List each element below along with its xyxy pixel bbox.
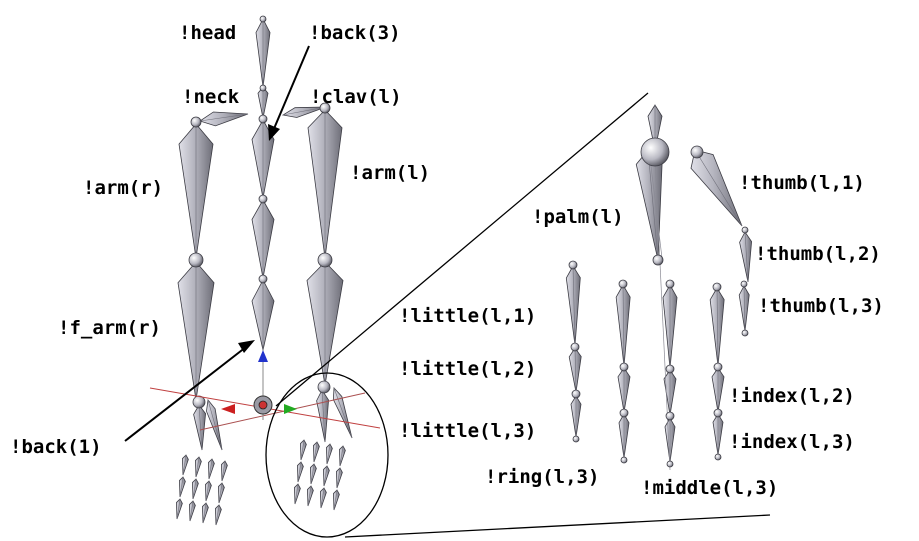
joint-zoom-thumb-tip [742,330,748,336]
label-back1: !back(1) [10,436,102,458]
joint-index-2 [714,363,722,371]
label-middle-l3: !middle(l,3) [641,477,778,499]
joint-zoom-thumb2 [742,227,748,233]
joint-middle-1 [666,280,674,288]
joint-ring-3 [620,409,628,417]
gizmo-x-arrow [221,404,235,414]
joint-little-2 [571,343,579,351]
label-little-l2: !little(l,2) [399,358,536,380]
label-thumb-l1: !thumb(l,1) [739,172,865,194]
label-index-l3: !index(l,3) [729,431,855,453]
gizmo-center-dot [259,401,267,409]
joint-zoom-thumb-base [691,146,703,158]
joint-ring-1 [619,280,627,288]
joint-middle-2 [666,365,674,373]
joint-middle-3 [666,412,674,420]
skeleton-bones [176,19,751,525]
joint-middle-tip [667,461,673,467]
label-clav-l: !clav(l) [310,86,402,108]
joint-zoom-wrist [641,138,669,166]
label-f-arm-r: !f_arm(r) [58,317,161,339]
joint-index-tip [715,454,721,460]
skeleton-joints [189,16,748,467]
joint-zoom-palm-tip [653,255,663,265]
joint-back-2 [259,195,267,203]
joint-wrist-l [318,381,330,393]
back3-arrow-head [268,124,280,141]
joint-neck [260,85,266,91]
label-ring-l3: !ring(l,3) [485,466,599,488]
joint-elbow-l [318,253,332,267]
joint-head-tip [260,16,266,22]
joint-wrist-r [193,396,205,408]
joint-little-tip [573,436,579,442]
zoom-line-bottom [345,515,770,537]
bone-zoom-thumb1 [691,150,742,226]
bone-clav-r [200,112,248,126]
label-thumb-l2: !thumb(l,2) [755,243,881,265]
back3-arrow-line [273,46,309,131]
label-index-l2: !index(l,2) [729,385,855,407]
label-thumb-l3: !thumb(l,3) [758,295,884,317]
label-little-l1: !little(l,1) [399,305,536,327]
joint-shoulder-r [191,117,201,127]
joint-little-3 [572,390,580,398]
back1-arrow-line [125,347,246,441]
bone-thumb-l-ridge [334,388,352,438]
joint-elbow-r [189,253,203,267]
bone-zoom-thumb1-ridge [695,150,742,226]
joint-back-1 [259,275,267,283]
label-arm-l: !arm(l) [350,162,430,184]
bone-thumb-r-ridge [208,400,222,450]
joint-little-1 [569,261,577,269]
joint-index-3 [714,409,722,417]
label-head: !head [179,22,236,44]
joint-index-1 [713,283,721,291]
joint-ring-2 [620,363,628,371]
joint-zoom-thumb3 [741,281,747,287]
label-neck: !neck [182,86,240,108]
label-palm-l: !palm(l) [532,206,624,228]
label-little-l3: !little(l,3) [399,420,536,442]
gizmo-z-arrow [258,350,268,362]
label-back3: !back(3) [309,22,401,44]
label-arm-r: !arm(r) [83,177,163,199]
joint-ring-tip [621,457,627,463]
joint-back-3 [259,115,267,123]
